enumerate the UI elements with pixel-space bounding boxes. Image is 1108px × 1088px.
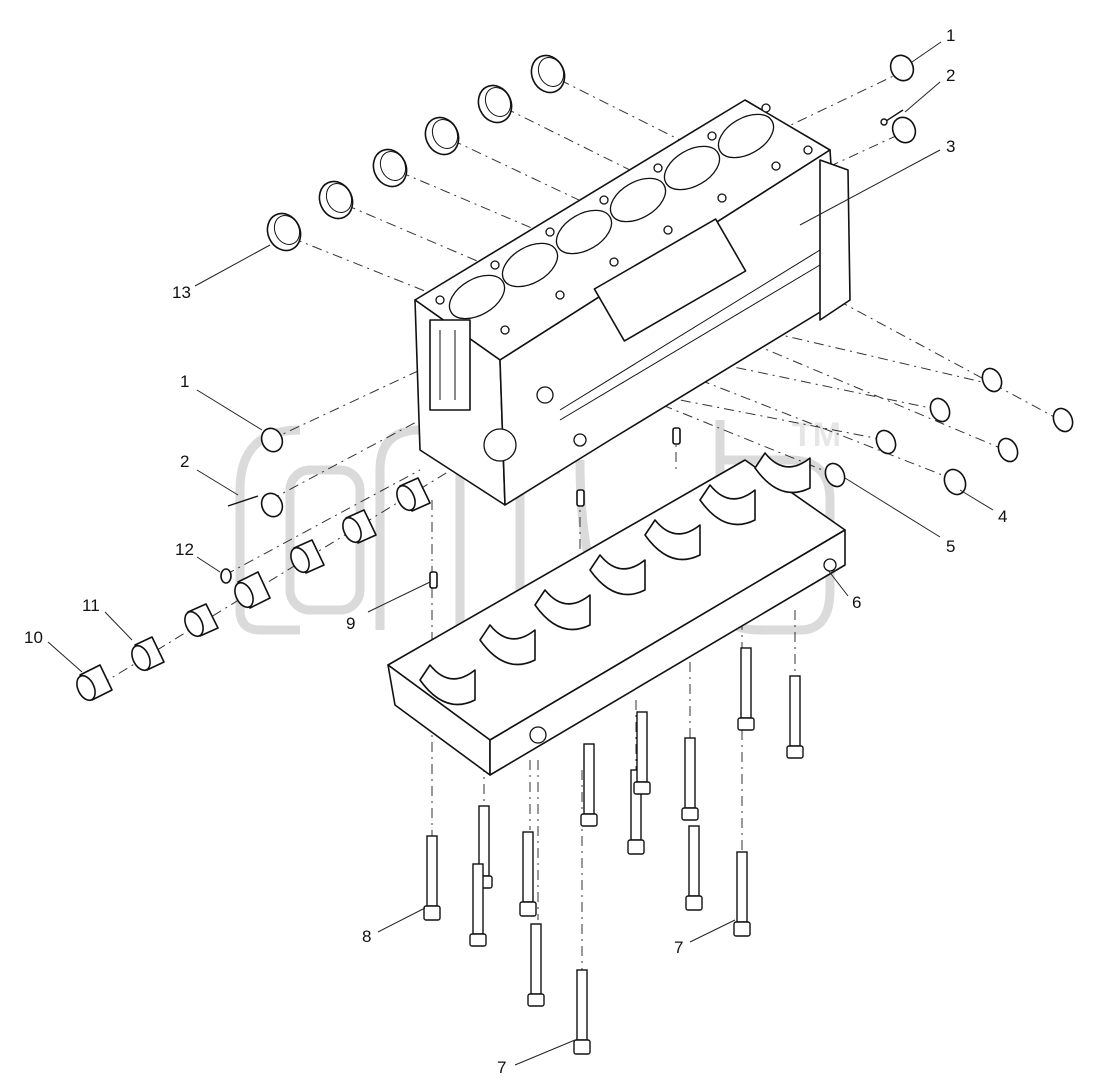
liner: [477, 84, 513, 124]
engine-block: [414, 99, 851, 506]
bolt: [519, 831, 537, 917]
bolt: [580, 743, 598, 827]
callout-3: 3: [946, 137, 955, 156]
plug: [889, 54, 915, 82]
callout-2-top: 2: [946, 66, 955, 85]
head-bolt-holes: [435, 103, 813, 335]
liner: [530, 54, 566, 94]
cylinder-bores: [448, 113, 775, 320]
callout-7-bottom: 7: [497, 1058, 506, 1077]
bushing: [396, 477, 431, 512]
bushing: [290, 539, 325, 574]
callout-12: 12: [175, 540, 194, 559]
o-ring: [220, 568, 232, 584]
plug: [891, 116, 917, 144]
bolt: [423, 835, 441, 921]
bolts: [423, 647, 804, 1055]
liner: [424, 116, 460, 156]
bolt: [733, 851, 751, 937]
main-bearing-saddles: [419, 452, 811, 706]
cylinder-liners-top: [266, 54, 566, 252]
bushing: [76, 664, 113, 702]
bolt: [685, 825, 703, 911]
callout-1-top: 1: [946, 26, 955, 45]
callout-labels: 1 2 3 13 1 2 12 11 10 9 4 5 6 8 7 7: [24, 26, 1007, 1077]
bolt: [469, 863, 487, 947]
liner: [372, 148, 408, 188]
bushing: [234, 571, 271, 609]
bolt: [627, 769, 645, 855]
callout-8: 8: [362, 927, 371, 946]
bolt: [681, 737, 699, 821]
plug: [260, 427, 284, 453]
callout-4: 4: [998, 507, 1007, 526]
dowels: [429, 427, 681, 589]
bolt: [737, 647, 755, 731]
bolt: [527, 923, 545, 1007]
callout-9: 9: [346, 614, 355, 633]
bushing: [342, 509, 377, 544]
bolt: [633, 711, 651, 795]
plugs-right: [824, 367, 1074, 496]
plug: [260, 492, 284, 518]
bearing-ladder: [387, 452, 846, 776]
callout-11: 11: [82, 596, 100, 615]
leader-lines: [47, 41, 994, 1066]
callout-5: 5: [946, 537, 955, 556]
trademark-mark: TM: [792, 416, 841, 454]
callout-10: 10: [24, 628, 43, 647]
callout-1-left: 1: [180, 372, 189, 391]
liner: [266, 212, 302, 252]
screw: [880, 109, 904, 126]
bushing: [131, 636, 165, 672]
callout-2-left: 2: [180, 452, 189, 471]
bolt: [573, 969, 591, 1055]
plugs-top-right: [880, 54, 917, 144]
bushing: [184, 603, 219, 638]
screw: [227, 495, 259, 507]
liner: [318, 180, 354, 220]
bolt: [786, 675, 804, 759]
callout-13: 13: [172, 283, 191, 302]
bushings-left: [76, 427, 431, 702]
callout-6: 6: [852, 593, 861, 612]
callout-7-middle: 7: [674, 938, 683, 957]
